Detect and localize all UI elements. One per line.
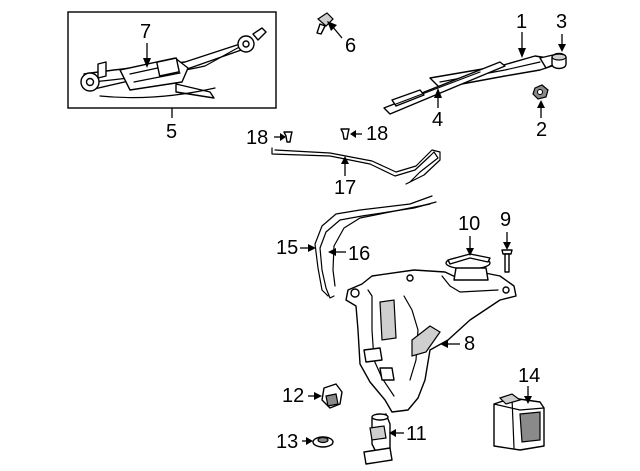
seal-icon [312, 436, 334, 448]
wiper-blade-icon [383, 61, 506, 115]
callout-8: 8 [464, 333, 476, 355]
grommet-icon [321, 383, 343, 409]
callout-10: 10 [458, 213, 481, 235]
callout-4: 4 [432, 109, 444, 131]
callout-9: 9 [500, 209, 512, 231]
screw-icon [501, 249, 513, 273]
clip-icon [283, 128, 350, 143]
washer-reservoir-icon [345, 267, 517, 413]
callout-5: 5 [166, 121, 178, 143]
hose-icon [271, 147, 441, 185]
wiper-linkage-box-icon [67, 11, 277, 109]
callout-12: 12 [282, 385, 305, 407]
callout-14: 14 [518, 365, 541, 387]
reservoir-cap-icon [445, 253, 491, 270]
callout-18-right: 18 [366, 123, 389, 145]
callout-2: 2 [536, 119, 548, 141]
callout-18-left: 18 [246, 127, 269, 149]
cap-icon [551, 52, 567, 70]
nut-icon [532, 84, 549, 100]
callout-11: 11 [406, 423, 427, 445]
callout-13: 13 [276, 431, 299, 453]
callout-15: 15 [276, 237, 299, 259]
callout-1: 1 [516, 11, 528, 33]
callout-16: 16 [348, 243, 371, 265]
wiper-motor-icon [119, 57, 189, 91]
callout-3: 3 [556, 11, 568, 33]
callout-17: 17 [334, 177, 357, 199]
washer-pump-icon [363, 413, 393, 465]
callout-6: 6 [345, 35, 357, 57]
callout-7: 7 [140, 21, 152, 43]
hose-icon [314, 195, 437, 299]
fluid-jug-icon [493, 393, 545, 451]
